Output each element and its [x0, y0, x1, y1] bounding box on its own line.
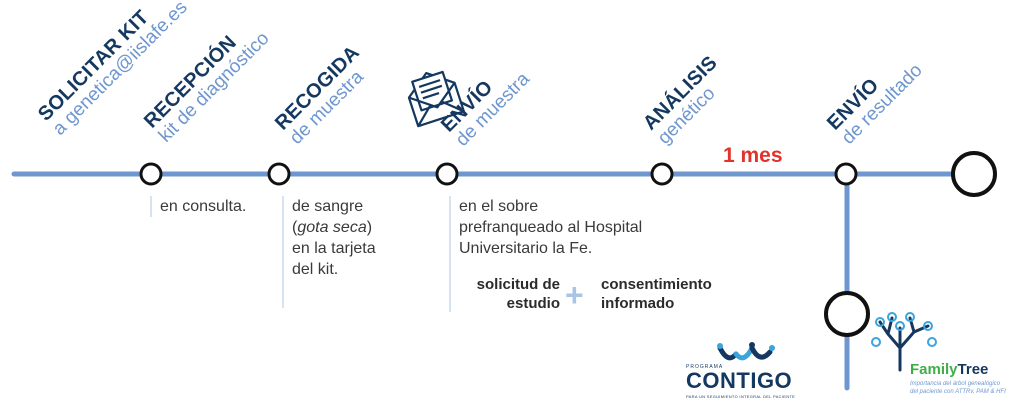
contigo-mark-icon — [717, 342, 775, 361]
desc-line: del kit. — [292, 261, 339, 278]
ft-tagline-line: del paciente con ATTRv, PAM & HFI — [910, 389, 1006, 395]
node-shipping — [435, 162, 459, 186]
desc-collection: de sangre (gota seca) en la tarjeta del … — [282, 196, 376, 308]
req-line: informado — [601, 295, 675, 312]
desc-line: prefranqueado al Hospital — [459, 219, 643, 236]
req-line: solicitud de — [476, 276, 560, 293]
req-consent: consentimiento informado — [601, 275, 712, 313]
paren-close: ) — [366, 219, 373, 236]
desc-line: Universitario la Fe. — [459, 240, 593, 257]
familytree-name: FamilyTree — [910, 362, 988, 377]
contigo-tagline: PARA UN SEGUIMIENTO INTEGRAL DEL PACIENT… — [686, 394, 796, 399]
contigo-logo: PROGRAMA CONTIGO PARA UN SEGUIMIENTO INT… — [680, 340, 810, 402]
ft-tree: Tree — [957, 361, 989, 378]
desc-line: en el sobre — [459, 198, 539, 215]
contigo-name: CONTIGO — [686, 368, 793, 393]
ft-tagline-line: Importancia del árbol genealógico — [910, 381, 1001, 387]
familytree-logo: FamilyTree Importancia del árbol genealó… — [870, 312, 1020, 404]
paren-open: ( — [292, 219, 298, 236]
envelope-icon — [407, 70, 465, 128]
desc-line: de sangre — [292, 198, 364, 215]
req-line: consentimiento — [601, 276, 712, 293]
node-end — [951, 151, 997, 197]
plus-icon: + — [565, 277, 584, 313]
desc-shipping: en el sobre prefranqueado al Hospital Un… — [449, 196, 642, 312]
familytree-tagline: Importancia del árbol genealógico del pa… — [910, 380, 1020, 396]
node-result — [834, 162, 858, 186]
desc-text: en consulta. — [160, 198, 247, 215]
contigo-program: PROGRAMA — [686, 364, 724, 370]
duration-label: 1 mes — [723, 144, 783, 167]
desc-italic: gota seca — [297, 219, 367, 236]
desc-reception: en consulta. — [150, 196, 246, 217]
node-branch-end — [824, 291, 870, 337]
node-analysis — [650, 162, 674, 186]
ft-family: Family — [910, 361, 958, 378]
desc-line: en la tarjeta — [292, 240, 376, 257]
desc-line: (gota seca) — [292, 217, 376, 238]
tree-icon — [871, 312, 937, 372]
req-study-request: solicitud de estudio — [462, 275, 560, 313]
node-collection — [267, 162, 291, 186]
node-reception — [139, 162, 163, 186]
req-line: estudio — [506, 295, 560, 312]
